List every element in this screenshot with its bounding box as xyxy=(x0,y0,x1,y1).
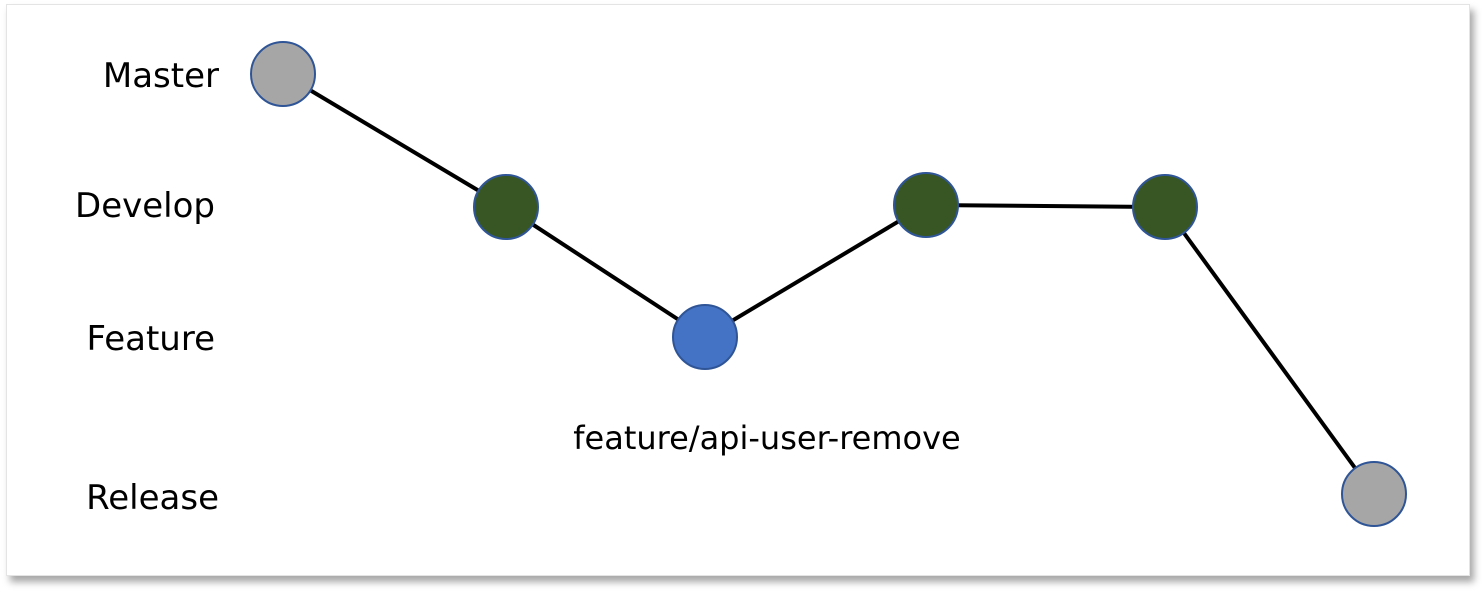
lane-label-release: Release xyxy=(86,478,219,518)
feature-commit xyxy=(672,304,738,370)
develop-commit-2 xyxy=(893,172,959,238)
connector-develop-to-feature xyxy=(504,205,707,339)
connector-feature-to-develop xyxy=(703,203,928,339)
connector-develop-to-develop xyxy=(925,203,1166,209)
connector-develop-to-release xyxy=(1163,205,1376,496)
connector-master-to-develop xyxy=(281,72,508,209)
master-commit xyxy=(250,41,316,107)
lane-label-develop: Develop xyxy=(75,186,215,226)
release-commit xyxy=(1341,461,1407,527)
develop-commit-1 xyxy=(473,174,539,240)
commit-connectors xyxy=(281,72,1376,496)
feature-branch-name: feature/api-user-remove xyxy=(573,419,960,457)
lane-label-master: Master xyxy=(103,56,219,96)
develop-commit-3 xyxy=(1132,174,1198,240)
lane-label-feature: Feature xyxy=(87,319,215,359)
